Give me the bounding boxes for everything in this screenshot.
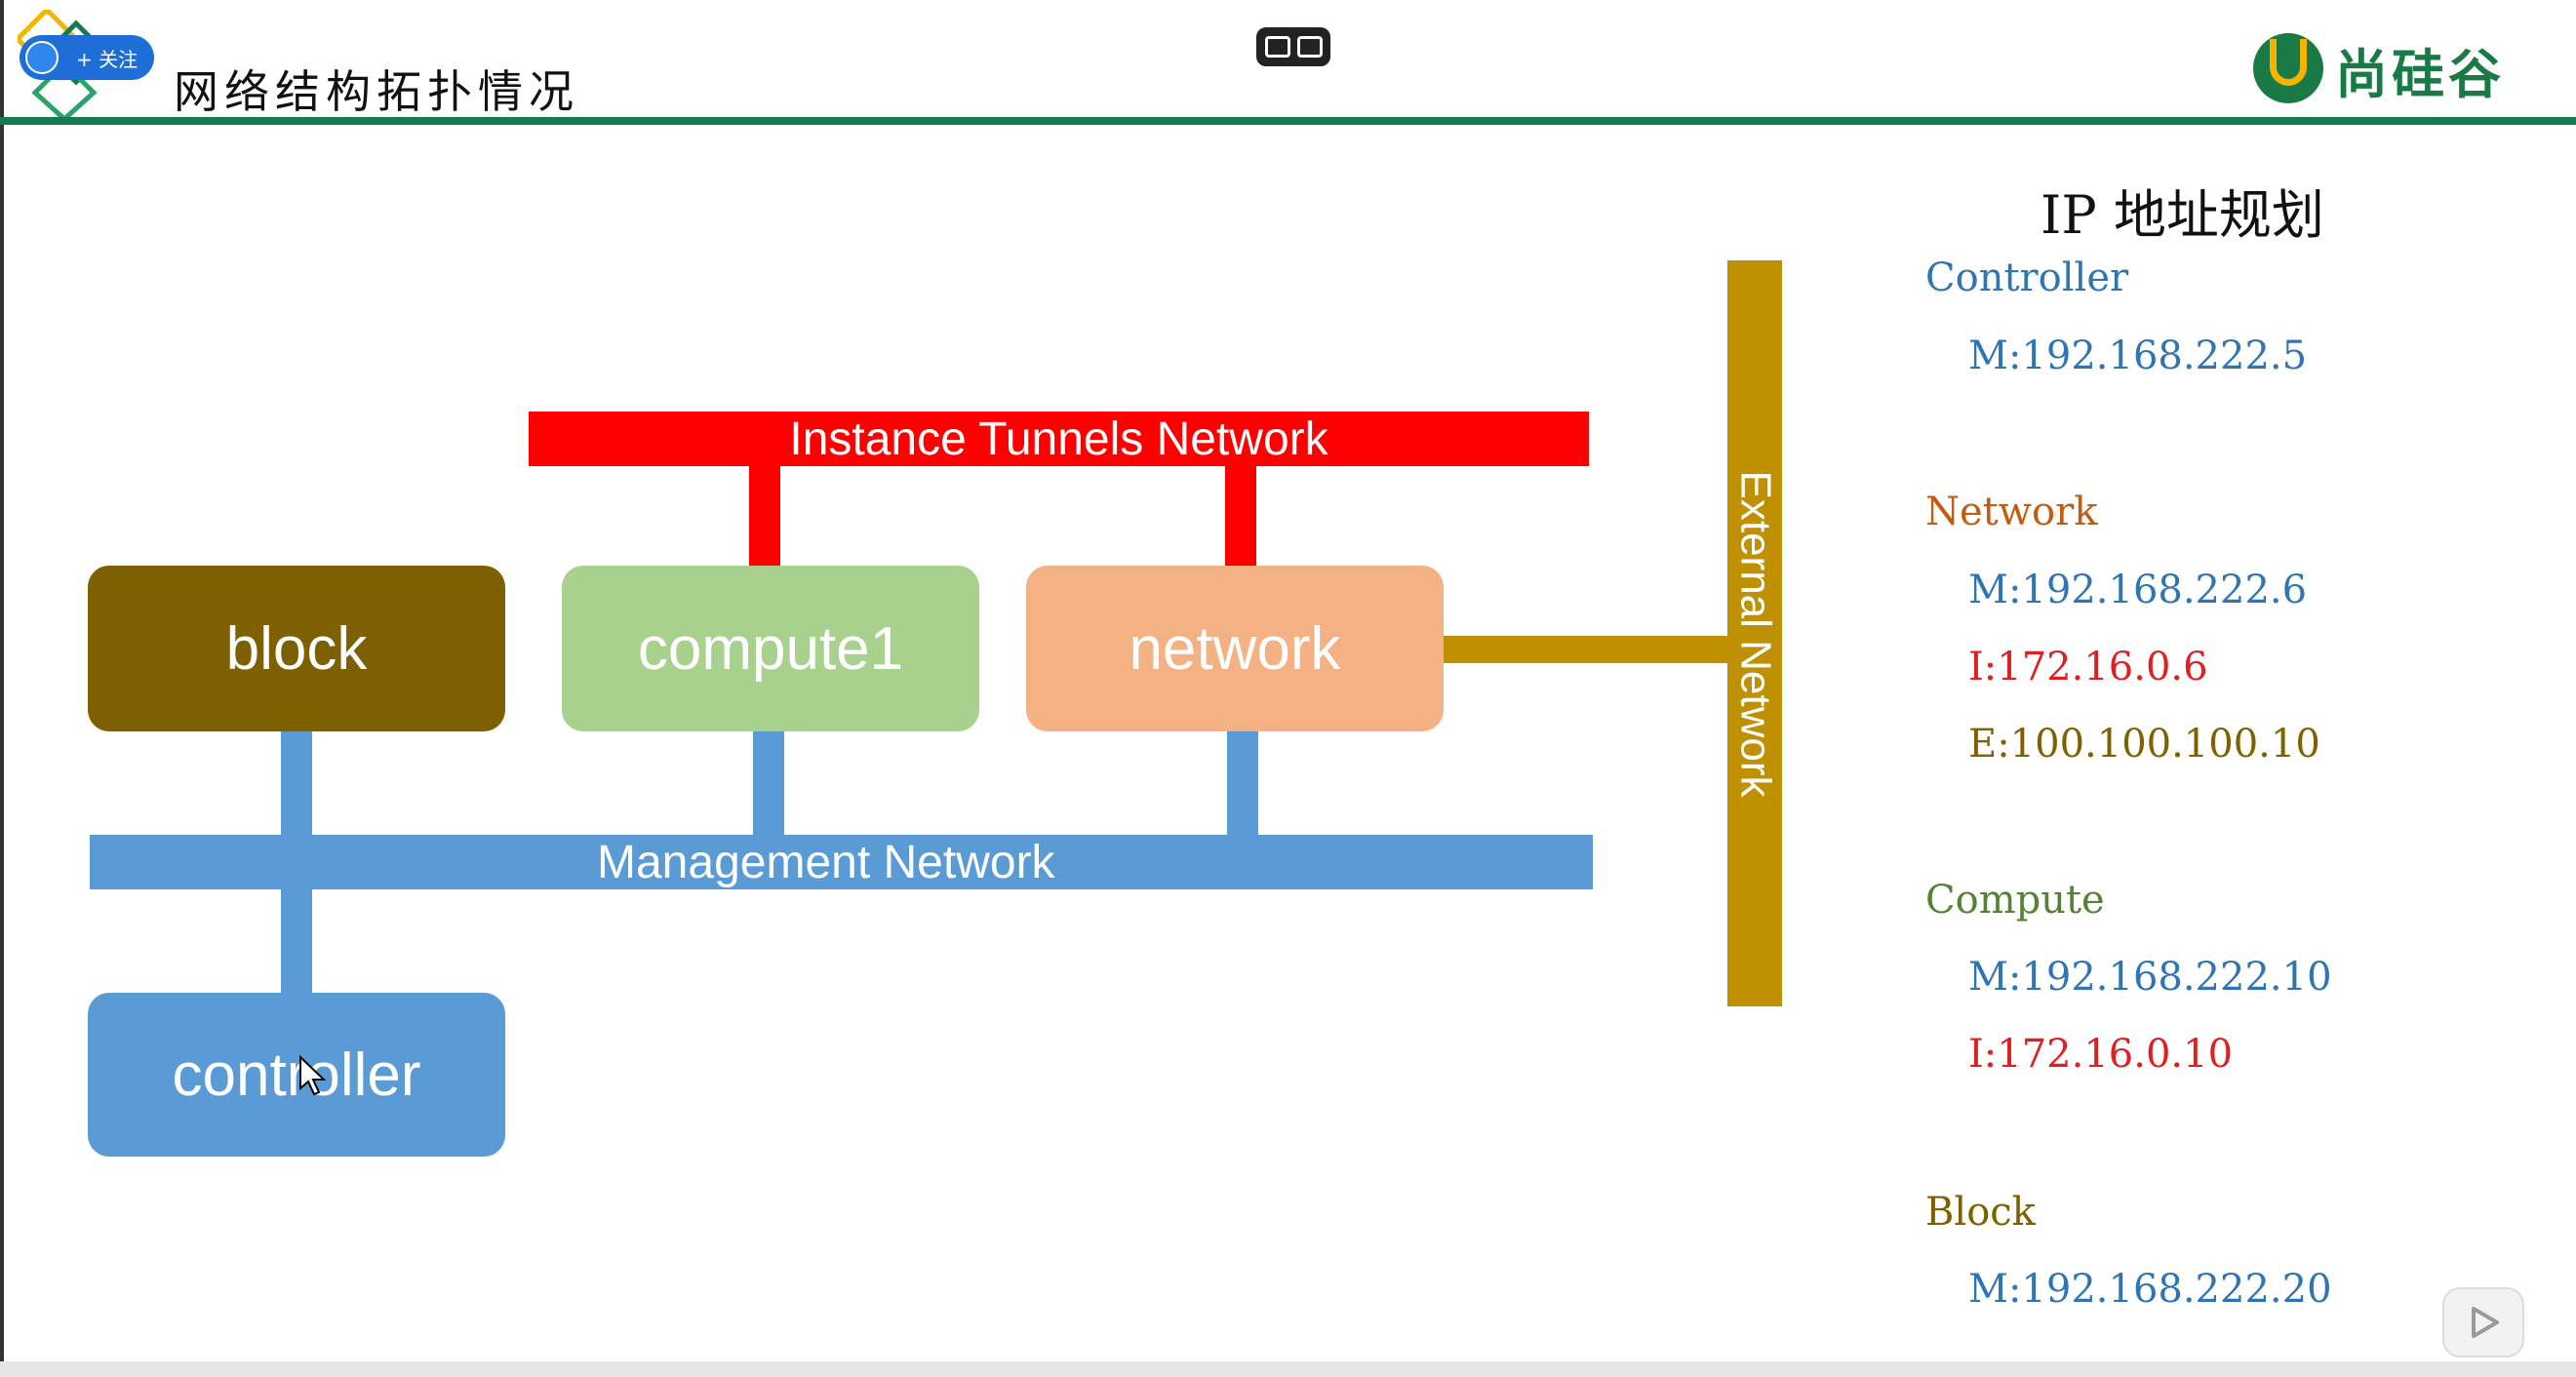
ip-controller-management: M:192.168.222.5 <box>1968 334 2308 378</box>
ip-plan-compute-heading: Compute <box>1925 878 2105 923</box>
instance-tunnels-network-bar <box>529 412 1589 466</box>
management-link-network <box>1227 731 1258 835</box>
video-controls[interactable] <box>1256 27 1330 66</box>
external-network-label: External Network <box>1731 469 1780 798</box>
brand-u-icon <box>2253 33 2323 103</box>
ip-block-management: M:192.168.222.20 <box>1968 1267 2332 1312</box>
pip-icon[interactable] <box>1265 36 1290 58</box>
instance-tunnels-network-label: Instance Tunnels Network <box>789 413 1328 465</box>
tunnel-link-compute1 <box>749 466 780 568</box>
management-network-label: Management Network <box>597 836 1055 888</box>
node-controller: controller <box>88 993 505 1157</box>
ip-plan-controller-heading: Controller <box>1925 256 2129 300</box>
tunnel-link-network <box>1225 466 1256 568</box>
follow-label: + 关注 <box>76 48 139 71</box>
ip-network-management: M:192.168.222.6 <box>1968 568 2308 612</box>
video-progress-area[interactable] <box>0 1361 2576 1377</box>
ip-network-internal: I:172.16.0.6 <box>1968 645 2208 689</box>
ip-plan-title: IP 地址规划 <box>2041 184 2324 246</box>
node-network: network <box>1026 566 1444 731</box>
ip-compute-internal: I:172.16.0.10 <box>1968 1032 2234 1077</box>
ip-compute-management: M:192.168.222.10 <box>1968 955 2332 1000</box>
management-link-controller <box>281 889 312 993</box>
window-edge <box>0 0 4 1377</box>
node-block: block <box>88 566 505 731</box>
screenshot-icon[interactable] <box>1297 36 1323 58</box>
management-network-bar <box>90 835 1593 889</box>
brand-name: 尚硅谷 <box>2335 44 2505 105</box>
external-link-network <box>1444 636 1727 663</box>
uploader-avatar[interactable] <box>25 41 59 74</box>
header-divider <box>0 117 2576 125</box>
slide-title: 网络结构拓扑情况 <box>174 65 579 118</box>
mouse-cursor-icon <box>299 1055 327 1096</box>
ip-plan-network-heading: Network <box>1925 490 2098 534</box>
play-button[interactable] <box>2442 1287 2524 1357</box>
ip-network-external: E:100.100.100.10 <box>1968 722 2320 767</box>
management-link-compute1 <box>753 731 784 835</box>
external-network-bar <box>1727 260 1782 1006</box>
ip-plan-block-heading: Block <box>1925 1190 2036 1235</box>
play-icon <box>2472 1307 2499 1338</box>
node-compute1: compute1 <box>562 566 979 731</box>
follow-button[interactable]: + 关注 <box>20 35 154 80</box>
management-link-block <box>281 731 312 835</box>
